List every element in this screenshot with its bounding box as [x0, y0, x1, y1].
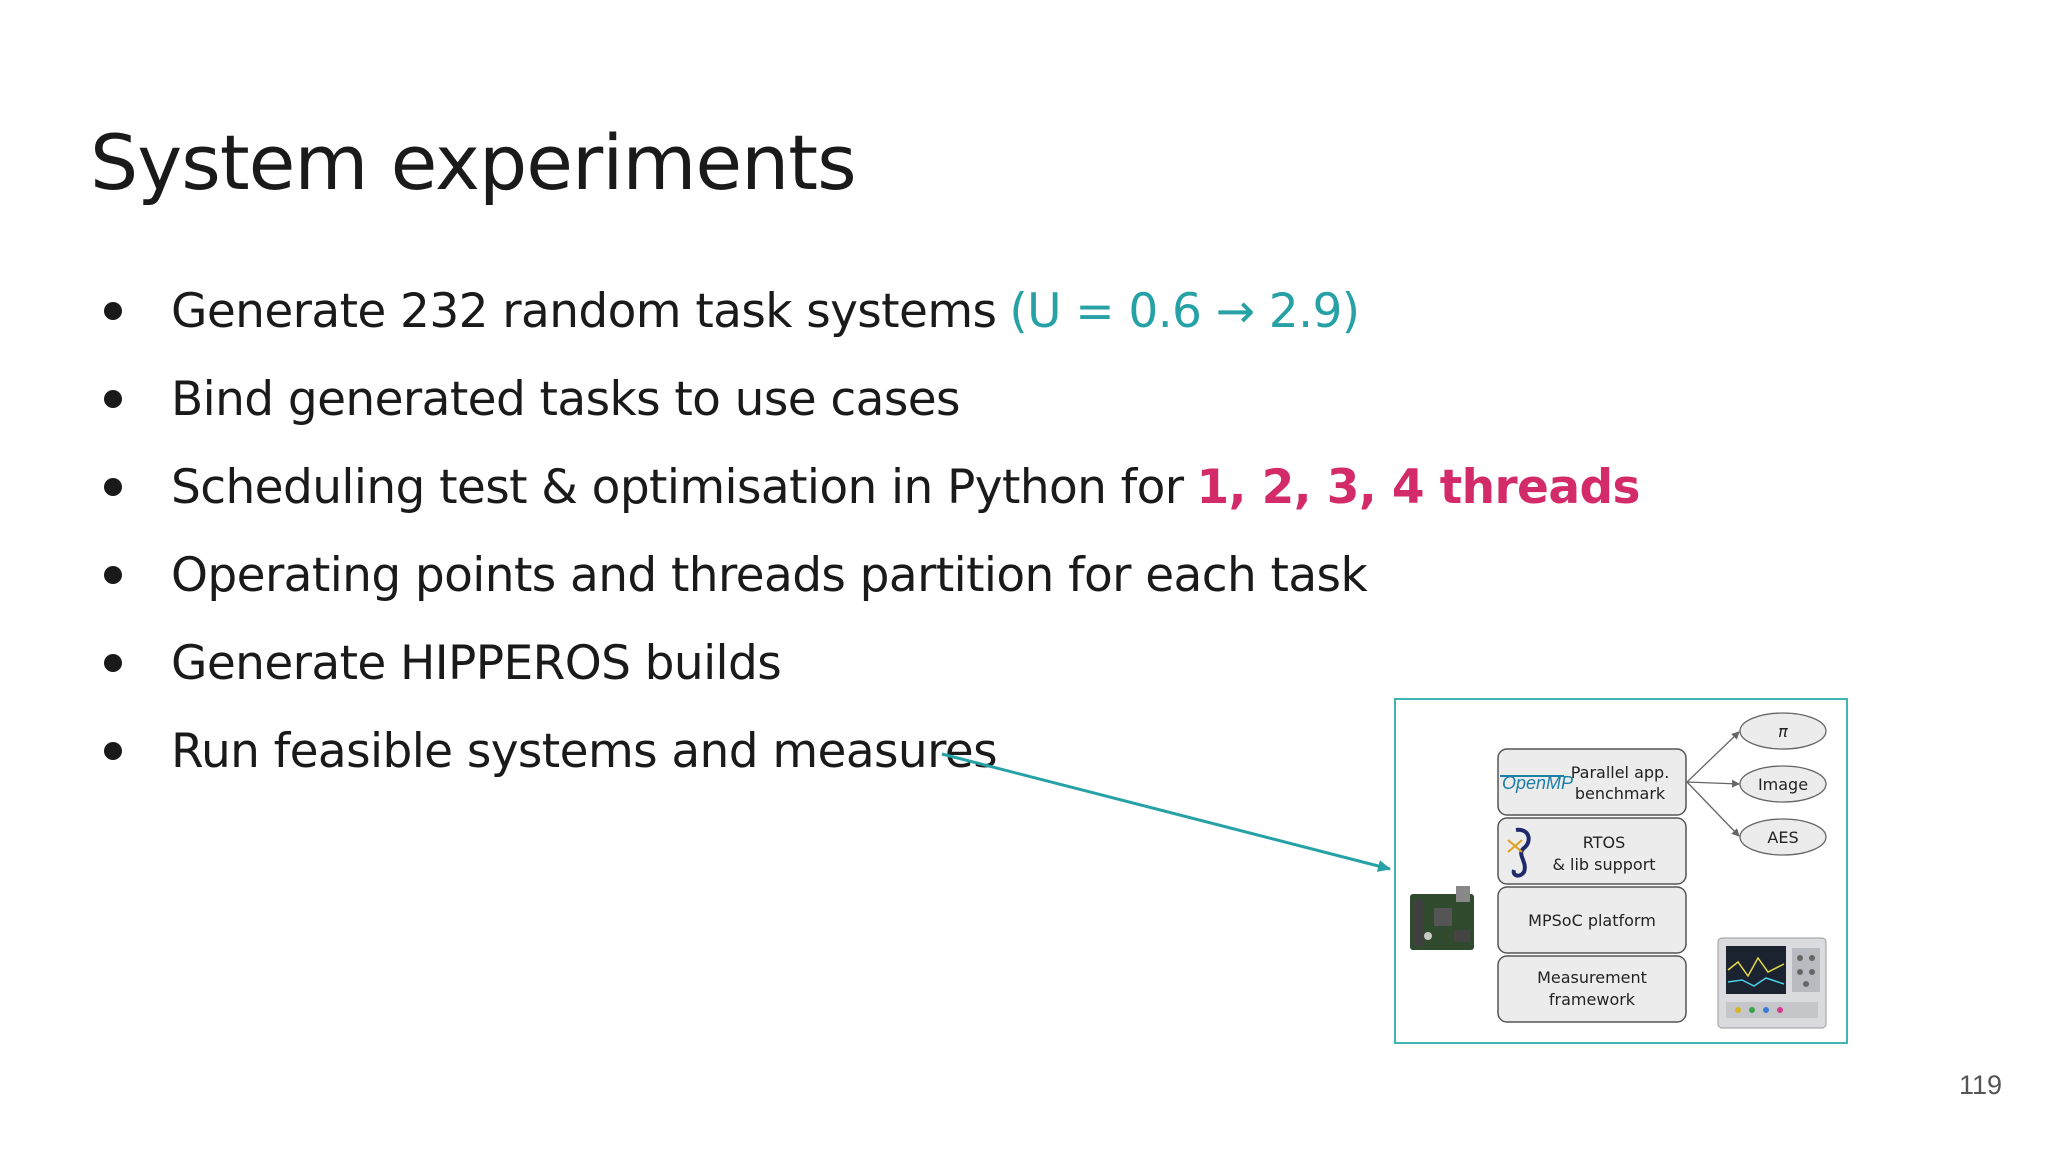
layer-measurement: Measurement framework: [1497, 955, 1687, 1023]
openmp-logo: OpenMP: [1502, 773, 1573, 793]
layer-label: framework: [1549, 990, 1636, 1009]
page-number: 119: [1958, 1070, 2002, 1100]
slide-title: System experiments: [90, 118, 857, 207]
bullet-item: Scheduling test & optimisation in Python…: [100, 452, 1640, 522]
bullet-text: Operating points and threads partition f…: [171, 547, 1368, 603]
bullet-dot-icon: [104, 390, 122, 408]
bullet-item: Run feasible systems and measures: [100, 716, 998, 786]
benchmark-arrows: [1686, 731, 1740, 837]
layer-label: Parallel app.: [1571, 763, 1670, 782]
system-stack-figure: OpenMP Parallel app. benchmark RTOS & li…: [1394, 698, 1848, 1044]
bullet-text: Generate HIPPEROS builds: [171, 635, 782, 691]
bullet-text: Bind generated tasks to use cases: [171, 371, 961, 427]
benchmark-label: Image: [1758, 775, 1808, 794]
bullet-item: Generate HIPPEROS builds: [100, 628, 782, 698]
board-photo: [1410, 886, 1474, 950]
bullet-text: Run feasible systems and measures: [171, 723, 998, 779]
benchmark-image: Image: [1739, 765, 1827, 803]
bullet-item: Operating points and threads partition f…: [100, 540, 1368, 610]
benchmark-label: AES: [1767, 828, 1798, 847]
layer-label: RTOS: [1583, 833, 1625, 852]
bullet-text: Generate 232 random task systems: [171, 283, 997, 339]
bullet-text: Scheduling test & optimisation in Python…: [171, 459, 1184, 515]
bullet-dot-icon: [104, 654, 122, 672]
bullet-accent: 1, 2, 3, 4 threads: [1196, 459, 1641, 515]
bullet-dot-icon: [104, 478, 122, 496]
layer-label: benchmark: [1575, 784, 1666, 803]
layer-label: & lib support: [1552, 855, 1655, 874]
bullet-item: Bind generated tasks to use cases: [100, 364, 961, 434]
seahorse-logo-icon: [1507, 827, 1531, 878]
layer-mpsoc: MPSoC platform: [1497, 886, 1687, 954]
layer-rtos: RTOS & lib support: [1497, 817, 1687, 885]
oscilloscope-photo: [1717, 937, 1827, 1029]
benchmark-aes: AES: [1739, 818, 1827, 856]
layer-label: MPSoC platform: [1528, 911, 1656, 930]
bullet-dot-icon: [104, 302, 122, 320]
benchmark-pi: π: [1739, 712, 1827, 750]
bullet-item: Generate 232 random task systems (U = 0.…: [100, 276, 1360, 346]
bullet-accent: (U = 0.6 → 2.9): [1009, 283, 1360, 339]
benchmark-label: π: [1778, 722, 1788, 741]
layer-parallel-app: OpenMP Parallel app. benchmark: [1497, 748, 1687, 816]
layer-label: Measurement: [1537, 968, 1647, 987]
bullet-dot-icon: [104, 566, 122, 584]
bullet-dot-icon: [104, 742, 122, 760]
